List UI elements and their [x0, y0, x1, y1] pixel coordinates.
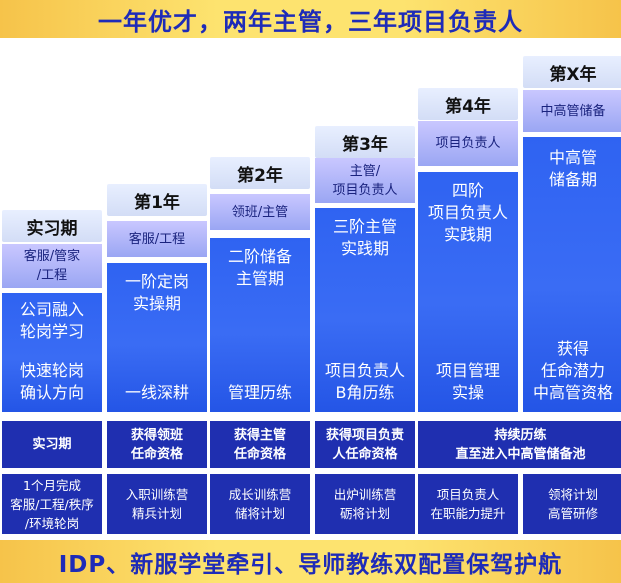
milestone-box: 获得项目负责 人任命资格 — [315, 421, 415, 468]
phase-title: 一阶定岗 实操期 — [124, 272, 189, 313]
stage-label: 第1年 — [107, 184, 207, 216]
training-plan-box: 出炉训练营 砺将计划 — [315, 474, 415, 534]
training-plan-box: 成长训练营 储将计划 — [210, 474, 310, 534]
phase-title: 中高管 储备期 — [548, 148, 597, 189]
phase-box: 四阶 项目负责人 实践期项目管理 实操 — [418, 172, 518, 412]
training-plan-box: 领将计划 高管研修 — [523, 474, 621, 534]
role-box: 主管/ 项目负责人 — [315, 158, 415, 203]
merged-milestone-box: 持续历练 直至进入中高管储备池 — [418, 421, 621, 468]
role-box: 项目负责人 — [418, 121, 518, 166]
stage-label: 第X年 — [523, 56, 621, 88]
phase-focus: 管理历练 — [227, 383, 292, 402]
bottom-banner-text: IDP、新服学堂牵引、导师教练双配置保驾护航 — [0, 540, 621, 583]
phase-box: 三阶主管 实践期项目负责人 B角历练 — [315, 208, 415, 412]
role-box: 中高管储备 — [523, 90, 621, 132]
stage-label: 第4年 — [418, 88, 518, 120]
phase-title: 二阶储备 主管期 — [227, 247, 292, 288]
stage-label: 第2年 — [210, 157, 310, 189]
milestone-box: 获得领班 任命资格 — [107, 421, 207, 468]
phase-box: 中高管 储备期获得 任命潜力 中高管资格 — [523, 137, 621, 412]
milestone-box: 实习期 — [2, 421, 102, 468]
phase-focus: 项目负责人 B角历练 — [324, 361, 405, 402]
role-box: 客服/工程 — [107, 221, 207, 257]
role-box: 客服/管家 /工程 — [2, 244, 102, 288]
phase-focus: 一线深耕 — [124, 383, 189, 402]
phase-focus: 项目管理 实操 — [435, 361, 500, 402]
phase-title: 四阶 项目负责人 实践期 — [427, 181, 508, 244]
phase-title: 三阶主管 实践期 — [332, 217, 397, 258]
phase-box: 一阶定岗 实操期一线深耕 — [107, 263, 207, 412]
top-banner-title: 一年优才，两年主管，三年项目负责人 — [0, 0, 621, 38]
milestone-box: 获得主管 任命资格 — [210, 421, 310, 468]
phase-title: 公司融入 轮岗学习 — [19, 300, 84, 341]
training-plan-box: 1个月完成 客服/工程/秩序 /环境轮岗 — [2, 474, 102, 534]
phase-focus: 快速轮岗 确认方向 — [19, 361, 84, 402]
stage-label: 第3年 — [315, 126, 415, 158]
training-plan-box: 项目负责人 在职能力提升 — [418, 474, 518, 534]
phase-box: 二阶储备 主管期管理历练 — [210, 238, 310, 412]
phase-focus: 获得 任命潜力 中高管资格 — [532, 339, 613, 402]
stage-label: 实习期 — [2, 210, 102, 242]
phase-box: 公司融入 轮岗学习快速轮岗 确认方向 — [2, 293, 102, 412]
training-plan-box: 入职训练营 精兵计划 — [107, 474, 207, 534]
role-box: 领班/主管 — [210, 194, 310, 230]
